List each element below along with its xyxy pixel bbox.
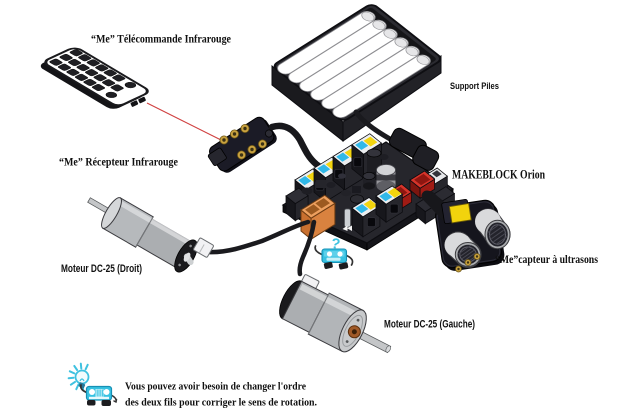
svg-text:Vous pouvez avoir besoin de ch: Vous pouvez avoir besoin de changer l'or… (125, 381, 306, 393)
svg-text:Moteur DC-25 (Gauche): Moteur DC-25 (Gauche) (384, 319, 475, 331)
svg-text:“Me”capteur à ultrasons: “Me”capteur à ultrasons (495, 252, 598, 266)
svg-text:Support Piles: Support Piles (450, 81, 499, 92)
svg-text:des deux fils pour corriger le: des deux fils pour corriger le sens de r… (125, 397, 317, 409)
svg-text:“Me” Récepteur Infrarouge: “Me” Récepteur Infrarouge (59, 155, 179, 169)
svg-text:“Me” Télécommande Infrarouge: “Me” Télécommande Infrarouge (91, 32, 232, 46)
svg-text:?: ? (330, 236, 342, 253)
svg-text:Moteur DC-25 (Droit): Moteur DC-25 (Droit) (61, 263, 142, 275)
svg-text:MAKEBLOCK Orion: MAKEBLOCK Orion (452, 168, 545, 182)
